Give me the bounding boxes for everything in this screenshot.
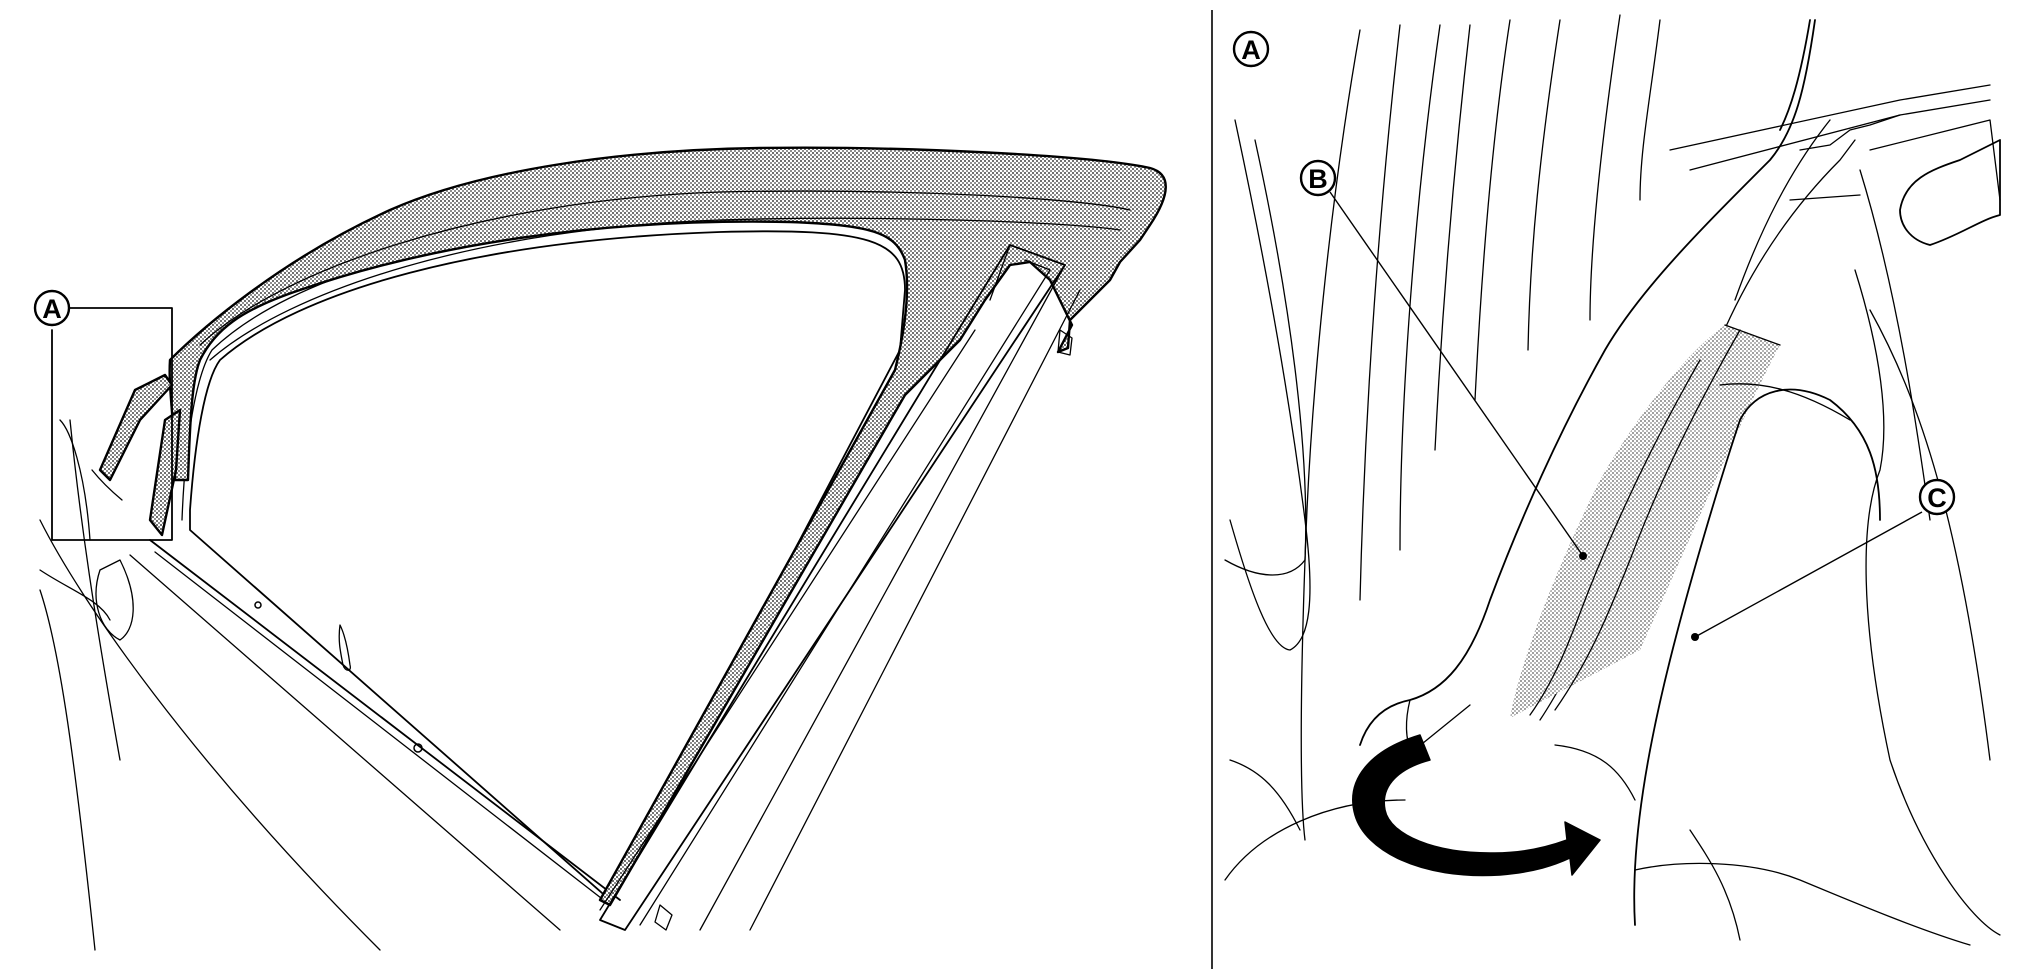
b-pillar-line xyxy=(599,329,976,911)
detail-view: A xyxy=(1224,14,2001,946)
b-pillar-clip xyxy=(654,904,673,931)
callout-leader-line xyxy=(1694,511,1923,638)
callout-circle xyxy=(1299,159,1337,197)
belt-line xyxy=(129,554,561,931)
body-line xyxy=(69,419,121,761)
overview-callout-label: A xyxy=(42,294,62,324)
window-inner-line xyxy=(181,213,916,521)
trim-line xyxy=(1300,29,1361,841)
detail-panel-callout-label: A xyxy=(1241,35,1261,65)
trim-line xyxy=(1639,19,1661,201)
grab-handle xyxy=(1899,139,2001,246)
body-line xyxy=(59,419,91,541)
pillar-line xyxy=(1724,324,1781,346)
window-glass xyxy=(189,230,906,901)
b-pillar-line xyxy=(989,244,1011,301)
pillar-top xyxy=(1789,194,1861,201)
trim-line xyxy=(1229,119,1311,651)
trim-line xyxy=(1359,24,1401,601)
belt-line xyxy=(154,551,611,906)
sash-line xyxy=(209,217,1121,361)
pillar-line xyxy=(1529,359,1701,716)
roof-line xyxy=(1669,84,1991,151)
mirror-line xyxy=(91,469,123,501)
body-line xyxy=(39,519,381,951)
trim-line xyxy=(1224,559,1306,576)
trim-line xyxy=(1254,139,1307,561)
trim-line xyxy=(1527,19,1561,351)
body-line xyxy=(39,589,96,951)
door-clip xyxy=(413,743,423,753)
trim-line xyxy=(1869,309,1991,761)
pillar-line xyxy=(1554,329,1741,711)
pillar-trim-edge xyxy=(1779,19,1811,131)
trim-line xyxy=(1589,14,1621,321)
door-clip xyxy=(254,601,262,609)
sash-line xyxy=(199,190,1131,346)
door-overview xyxy=(39,146,1167,951)
b-pillar-clip xyxy=(1057,329,1073,356)
callout-circle xyxy=(1232,30,1270,68)
mirror-base xyxy=(95,559,134,641)
lower-trim-edge xyxy=(1633,388,1881,926)
floor-line xyxy=(1634,862,1971,946)
lower-trim-line xyxy=(1689,829,1741,941)
pillar-trim-edge xyxy=(1359,19,1816,746)
callout-c-label: C xyxy=(1927,483,1947,513)
b-pillar-channel xyxy=(599,244,1066,931)
b-pillar-line xyxy=(699,264,1066,931)
trim-line xyxy=(1859,169,1931,521)
lower-trim-line xyxy=(1719,383,1851,421)
callout-circle xyxy=(1918,478,1956,516)
b-pillar-line xyxy=(639,259,1051,926)
b-pillar-line xyxy=(749,289,1081,931)
front-corner-piece xyxy=(148,408,182,537)
trim-line xyxy=(1854,269,2001,936)
weather-strip-shaded xyxy=(168,146,1167,907)
roof-line xyxy=(1869,119,2001,201)
overview-callout-group: A xyxy=(33,289,173,541)
floor-line xyxy=(1554,744,1636,801)
curved-arrow-icon xyxy=(1352,734,1601,877)
pillar-line xyxy=(1734,119,1831,301)
body-line xyxy=(39,569,111,621)
detail-frame xyxy=(51,307,173,541)
callout-b-label: B xyxy=(1308,164,1328,194)
floor-line xyxy=(1229,759,1301,831)
pillar-top xyxy=(1799,114,1901,151)
trim-line xyxy=(1434,24,1471,451)
trim-line xyxy=(1474,19,1511,401)
callout-leader-line xyxy=(1329,191,1584,557)
trim-line xyxy=(1399,24,1441,551)
callout-circle xyxy=(33,289,71,327)
